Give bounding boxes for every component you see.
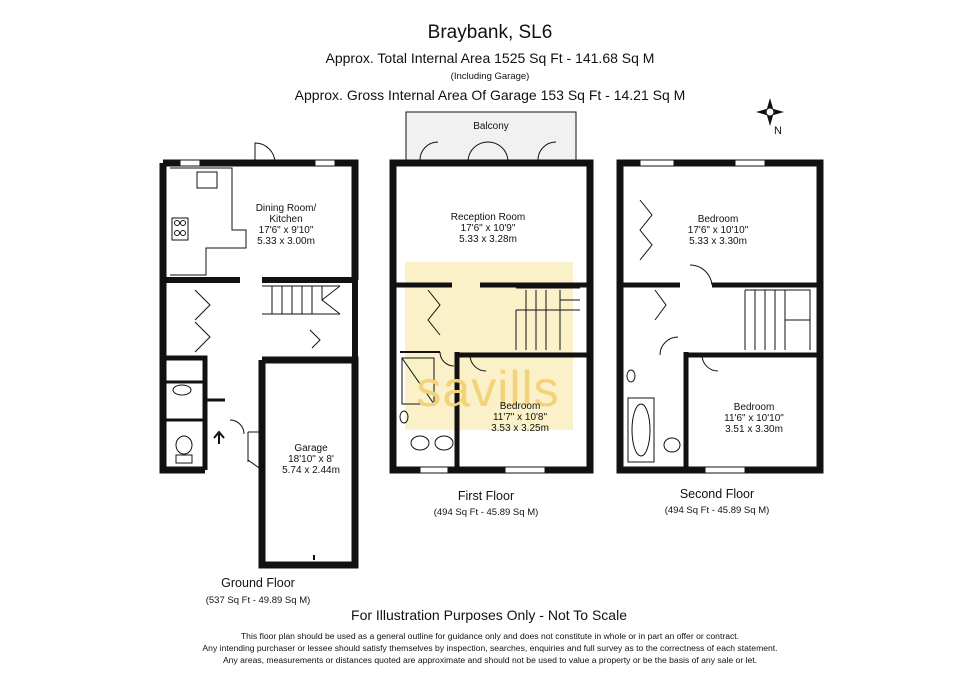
second-bedroom-top-imperial: 17'6" x 10'10" (687, 225, 749, 236)
second-bedroom-top-label: Bedroom 17'6" x 10'10" 5.33 x 3.30m (688, 214, 748, 247)
disclaimer-line-2: Any intending purchaser or lessee should… (202, 643, 778, 653)
second-floor-plan (616, 159, 824, 474)
compass-rose (756, 98, 784, 126)
second-bedroom-bottom-metric: 3.51 x 3.30m (725, 424, 783, 435)
total-area-text: Approx. Total Internal Area 1525 Sq Ft -… (325, 50, 655, 66)
including-garage-note: (Including Garage) (450, 71, 530, 82)
kitchen-name-line2: Kitchen (269, 214, 303, 225)
north-label: N (774, 125, 782, 137)
first-bedroom-label: Bedroom 11'7" x 10'8" 3.53 x 3.25m (491, 401, 549, 434)
first-bedroom-imperial: 11'7" x 10'8" (492, 412, 548, 423)
second-bedroom-top-metric: 5.33 x 3.30m (689, 236, 747, 247)
plan-title: Braybank, SL6 (427, 22, 553, 43)
second-bedroom-top-name: Bedroom (697, 214, 739, 225)
garage-name: Garage (294, 443, 328, 454)
first-floor-area: (494 Sq Ft - 45.89 Sq M) (433, 507, 539, 518)
ground-floor-name: Ground Floor (221, 576, 295, 590)
disclaimer-line-1: This floor plan should be used as a gene… (240, 631, 740, 641)
reception-metric: 5.33 x 3.28m (459, 234, 517, 245)
ground-floor-area: (537 Sq Ft - 49.89 Sq M) (205, 595, 311, 606)
savills-watermark: savills (416, 361, 560, 417)
kitchen-metric: 5.33 x 3.00m (257, 236, 315, 247)
first-floor-name: First Floor (457, 489, 515, 503)
disclaimer-line-3: Any areas, measurements or distances quo… (222, 655, 758, 665)
reception-room-label: Reception Room 17'6" x 10'9" 5.33 x 3.28… (451, 212, 525, 245)
reception-imperial: 17'6" x 10'9" (460, 223, 516, 234)
garage-area-text: Approx. Gross Internal Area Of Garage 15… (294, 87, 686, 103)
second-bedroom-bottom-label: Bedroom 11'6" x 10'10" 3.51 x 3.30m (724, 402, 784, 435)
ground-floor-plan (159, 142, 359, 569)
first-bedroom-metric: 3.53 x 3.25m (491, 423, 549, 434)
first-floor-plan (389, 111, 594, 474)
kitchen-imperial: 17'6" x 9'10" (258, 225, 314, 236)
second-floor-name: Second Floor (679, 487, 755, 501)
first-bedroom-name: Bedroom (499, 401, 541, 412)
balcony-label: Balcony (473, 121, 509, 132)
garage-label: Garage 18'10" x 8' 5.74 x 2.44m (282, 443, 340, 476)
kitchen-label: Dining Room/ Kitchen 17'6" x 9'10" 5.33 … (256, 203, 317, 247)
garage-imperial: 18'10" x 8' (288, 454, 334, 465)
garage-metric: 5.74 x 2.44m (282, 465, 340, 476)
second-bedroom-bottom-imperial: 11'6" x 10'10" (724, 413, 784, 424)
kitchen-name-line1: Dining Room/ (255, 203, 317, 214)
second-bedroom-bottom-name: Bedroom (733, 402, 775, 413)
illustration-disclaimer: For Illustration Purposes Only - Not To … (351, 607, 627, 623)
reception-name: Reception Room (450, 212, 526, 223)
second-floor-area: (494 Sq Ft - 45.89 Sq M) (664, 505, 770, 516)
